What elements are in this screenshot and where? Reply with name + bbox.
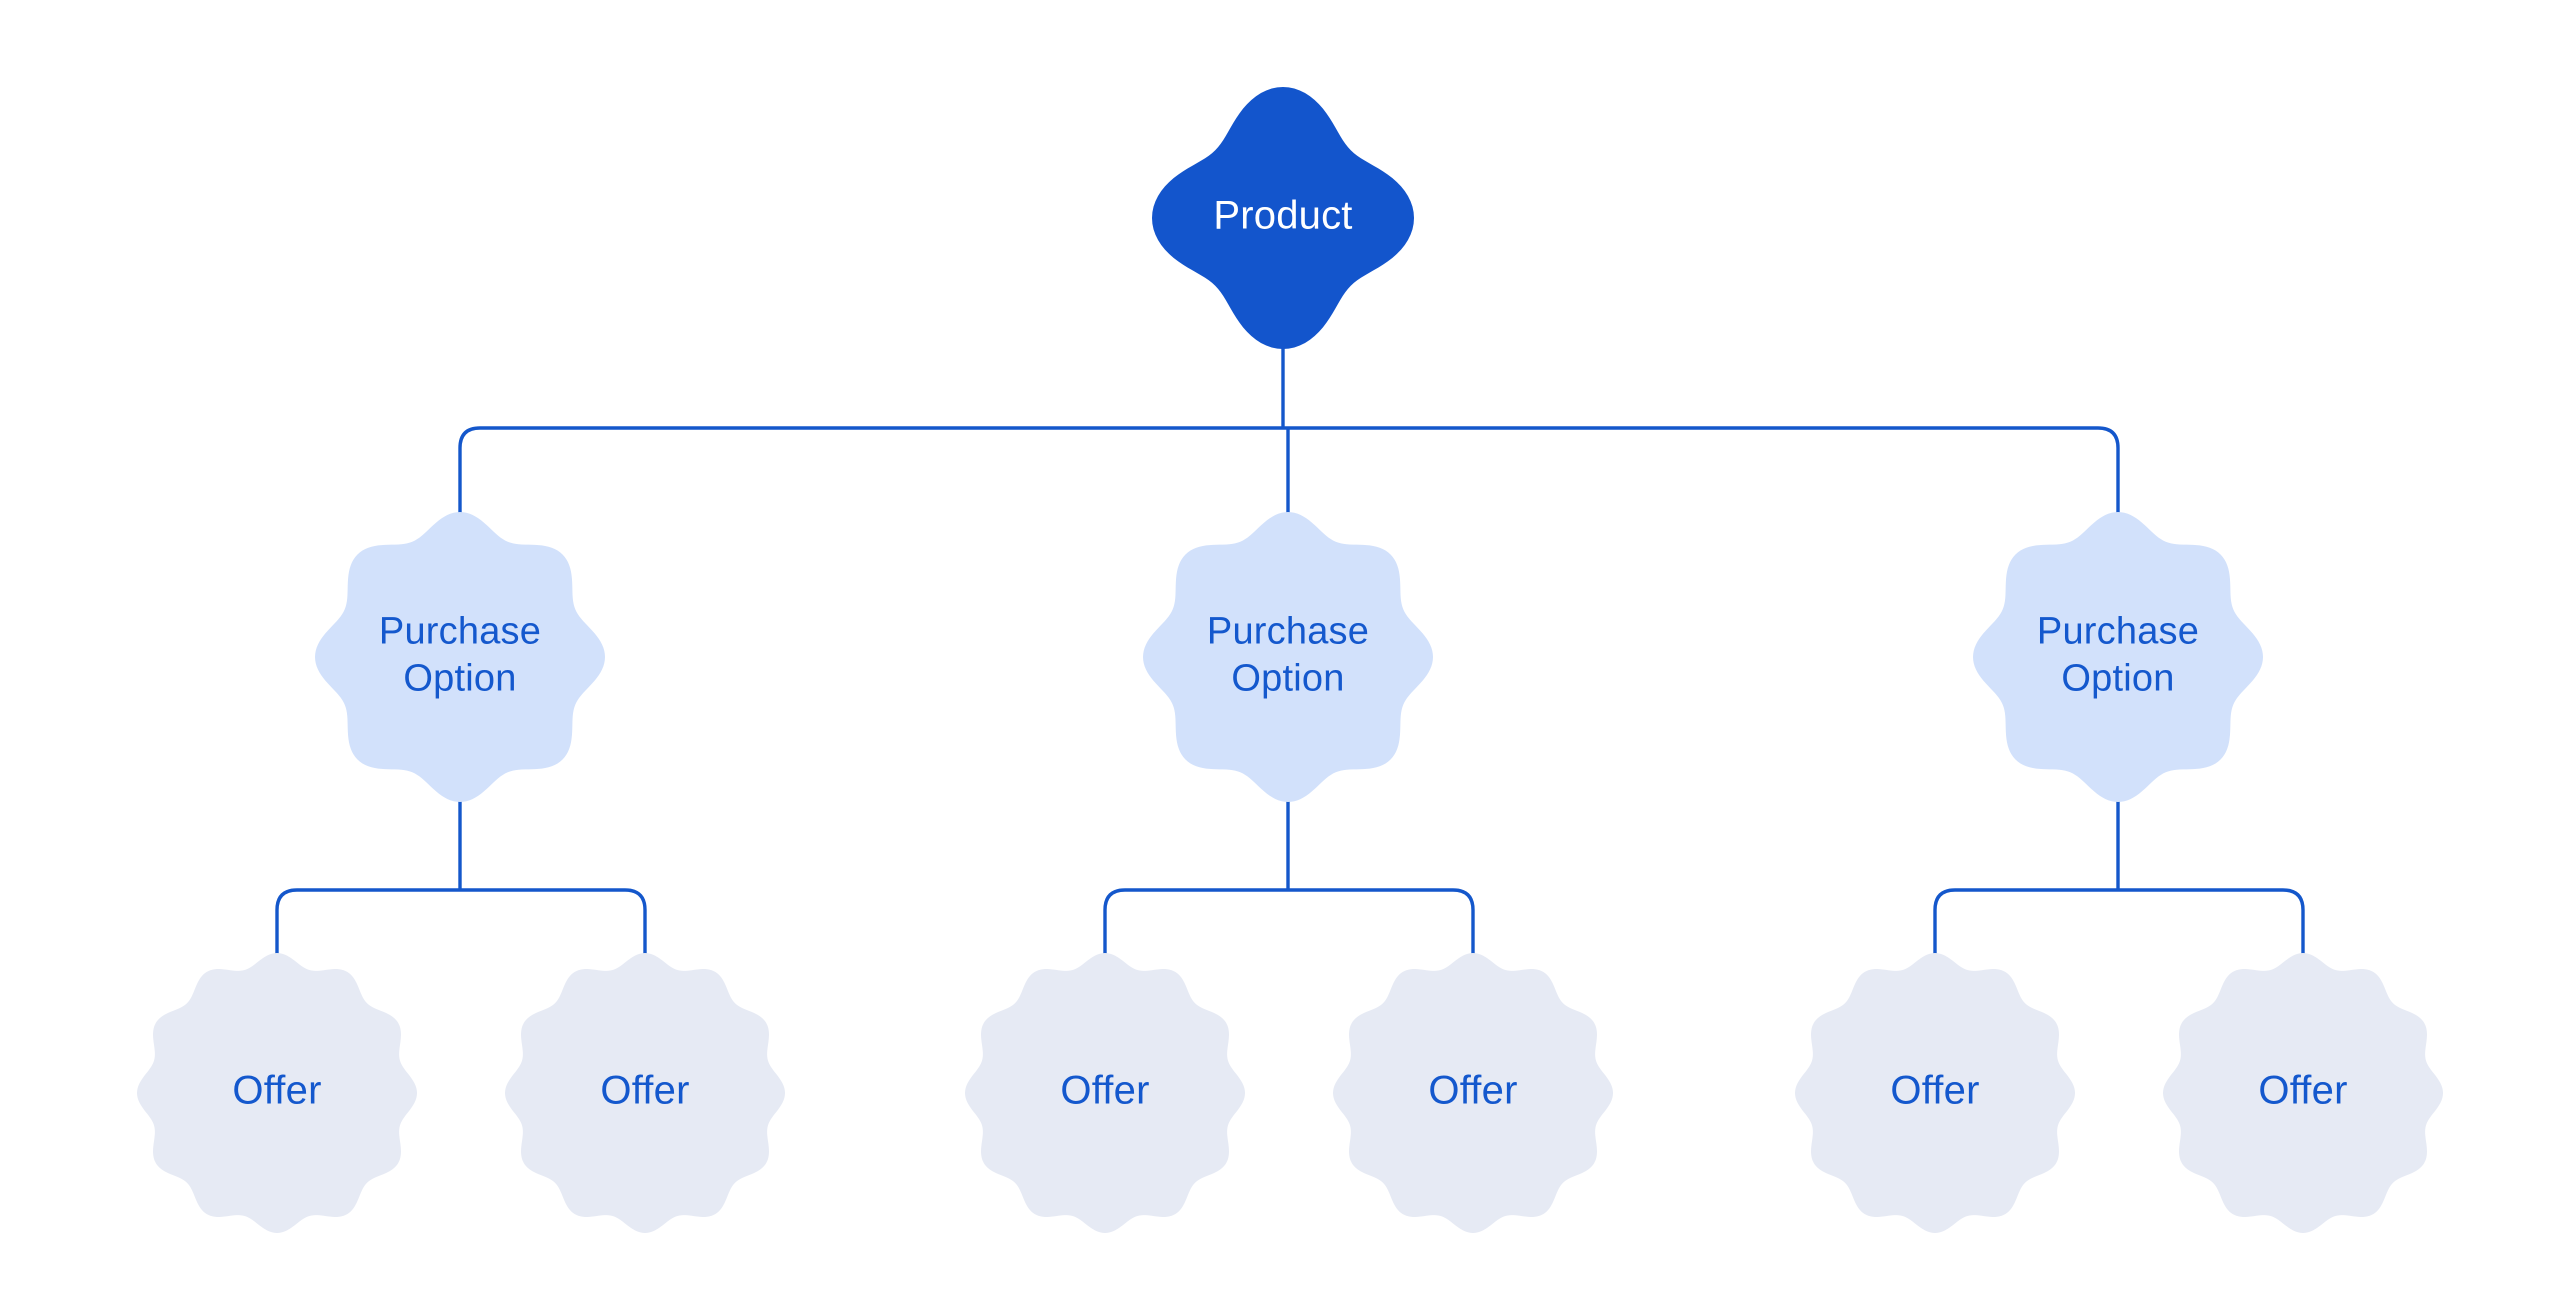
- node-offer-6-shape[interactable]: [2163, 953, 2443, 1233]
- node-offer-3-label: Offer: [1060, 1069, 1149, 1113]
- node-offer-3[interactable]: Offer: [965, 953, 1245, 1233]
- node-offer-4-label: Offer: [1428, 1069, 1517, 1113]
- node-offer-2-shape[interactable]: [505, 953, 785, 1233]
- node-product[interactable]: Product: [1152, 87, 1414, 349]
- node-offer-2[interactable]: Offer: [505, 953, 785, 1233]
- connector-purchase-option-1-to-offers: [275, 793, 647, 957]
- node-offer-1-shape[interactable]: [137, 953, 417, 1233]
- connector-product-to-purchase-options: [458, 346, 2120, 522]
- node-purchase-option-1-shape[interactable]: [315, 512, 605, 802]
- node-product-label: Product: [1213, 194, 1352, 238]
- node-offer-1[interactable]: Offer: [137, 953, 417, 1233]
- node-offer-4-shape[interactable]: [1333, 953, 1613, 1233]
- node-purchase-option-2-label: Option: [1231, 658, 1344, 700]
- connector-purchase-option-3-to-offers: [1933, 793, 2305, 957]
- node-offer-5[interactable]: Offer: [1795, 953, 2075, 1233]
- node-purchase-option-3-shape[interactable]: [1973, 512, 2263, 802]
- connectors-layer: [275, 346, 2305, 957]
- node-offer-1-label: Offer: [232, 1069, 321, 1113]
- node-purchase-option-3-label: Option: [2061, 658, 2174, 700]
- node-purchase-option-3-label: Purchase: [2037, 611, 2199, 653]
- node-offer-6-label: Offer: [2258, 1069, 2347, 1113]
- nodes-layer: ProductPurchaseOptionPurchaseOptionPurch…: [137, 87, 2443, 1233]
- node-product-shape[interactable]: [1152, 87, 1414, 349]
- node-offer-5-shape[interactable]: [1795, 953, 2075, 1233]
- node-offer-3-shape[interactable]: [965, 953, 1245, 1233]
- node-offer-2-label: Offer: [600, 1069, 689, 1113]
- node-offer-4[interactable]: Offer: [1333, 953, 1613, 1233]
- node-purchase-option-2-label: Purchase: [1207, 611, 1369, 653]
- node-offer-6[interactable]: Offer: [2163, 953, 2443, 1233]
- connector-purchase-option-2-to-offers: [1103, 793, 1475, 957]
- node-purchase-option-2-shape[interactable]: [1143, 512, 1433, 802]
- node-offer-5-label: Offer: [1890, 1069, 1979, 1113]
- node-purchase-option-1-label: Option: [403, 658, 516, 700]
- node-purchase-option-1-label: Purchase: [379, 611, 541, 653]
